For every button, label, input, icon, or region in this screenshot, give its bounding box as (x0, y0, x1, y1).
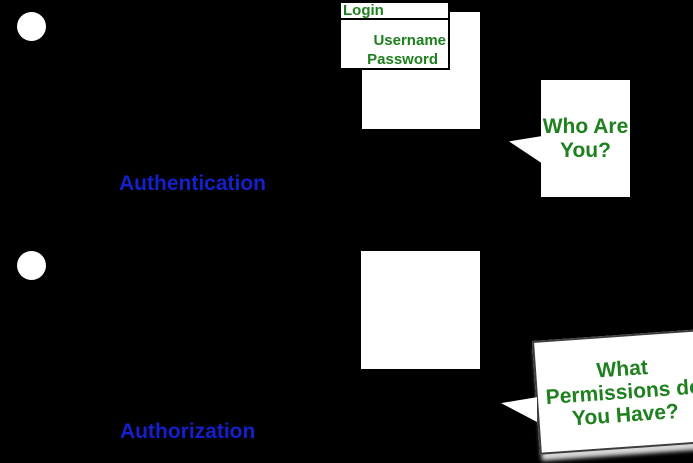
speech-bubble-tail (509, 135, 543, 164)
login-field-password: Password (367, 51, 438, 68)
login-window: Login Username Password (339, 1, 450, 70)
login-window-title: Login (341, 3, 448, 20)
bubble-line: You? (560, 138, 611, 162)
authentication-label: Authentication (119, 172, 266, 195)
app-screen-authorization (361, 251, 480, 369)
speech-bubble-tail (501, 397, 537, 422)
speech-bubble-text: What Permissions do You Have? (543, 352, 693, 432)
user-actor-head-authentication (17, 12, 46, 41)
user-actor-head-authorization (17, 251, 46, 280)
speech-bubble-what-permissions: What Permissions do You Have? (532, 328, 693, 455)
speech-bubble-text: Who Are You? (543, 115, 629, 163)
login-field-username: Username (373, 32, 446, 49)
login-window-body: Username Password (341, 20, 448, 69)
speech-bubble-who-are-you: Who Are You? (541, 80, 630, 197)
authorization-label: Authorization (120, 420, 256, 443)
bubble-line: Who Are (542, 114, 629, 138)
